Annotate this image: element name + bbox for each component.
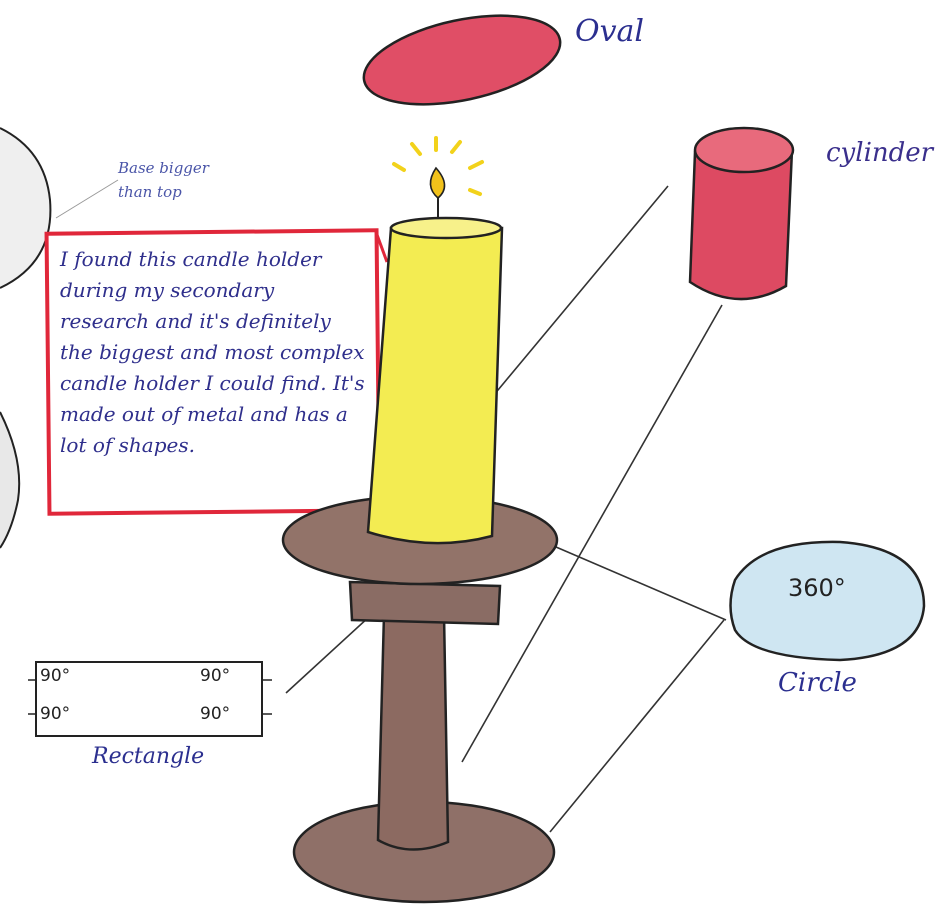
- base-note: Base bigger than top: [118, 156, 209, 204]
- circle-label: Circle: [778, 668, 857, 698]
- partial-shape-top-left: [0, 128, 50, 288]
- rectangle-label: Rectangle: [92, 744, 204, 769]
- oval-shape: [356, 0, 568, 120]
- partial-shape-mid-left: [0, 412, 19, 548]
- description-note-text: I found this candle holder during my sec…: [60, 244, 368, 461]
- candle-to-cylinder-line: [488, 186, 668, 402]
- angle-top-left: 90°: [40, 666, 70, 686]
- base-note-pointer: [56, 180, 118, 218]
- flame-icon: [430, 168, 444, 198]
- oval-label: Oval: [575, 14, 644, 49]
- candle-holder: [283, 496, 557, 902]
- angle-bottom-left: 90°: [40, 704, 70, 724]
- circle-degrees-label: 360°: [788, 574, 846, 602]
- candle: [368, 138, 502, 543]
- base-to-circle-line: [550, 620, 724, 832]
- plate-to-circle-line: [556, 547, 726, 620]
- cylinder-label: cylinder: [826, 138, 933, 168]
- angle-top-right: 90°: [200, 666, 230, 686]
- angle-bottom-right: 90°: [200, 704, 230, 724]
- block-to-rectangle-line: [286, 616, 370, 693]
- cylinder-shape: [690, 128, 793, 299]
